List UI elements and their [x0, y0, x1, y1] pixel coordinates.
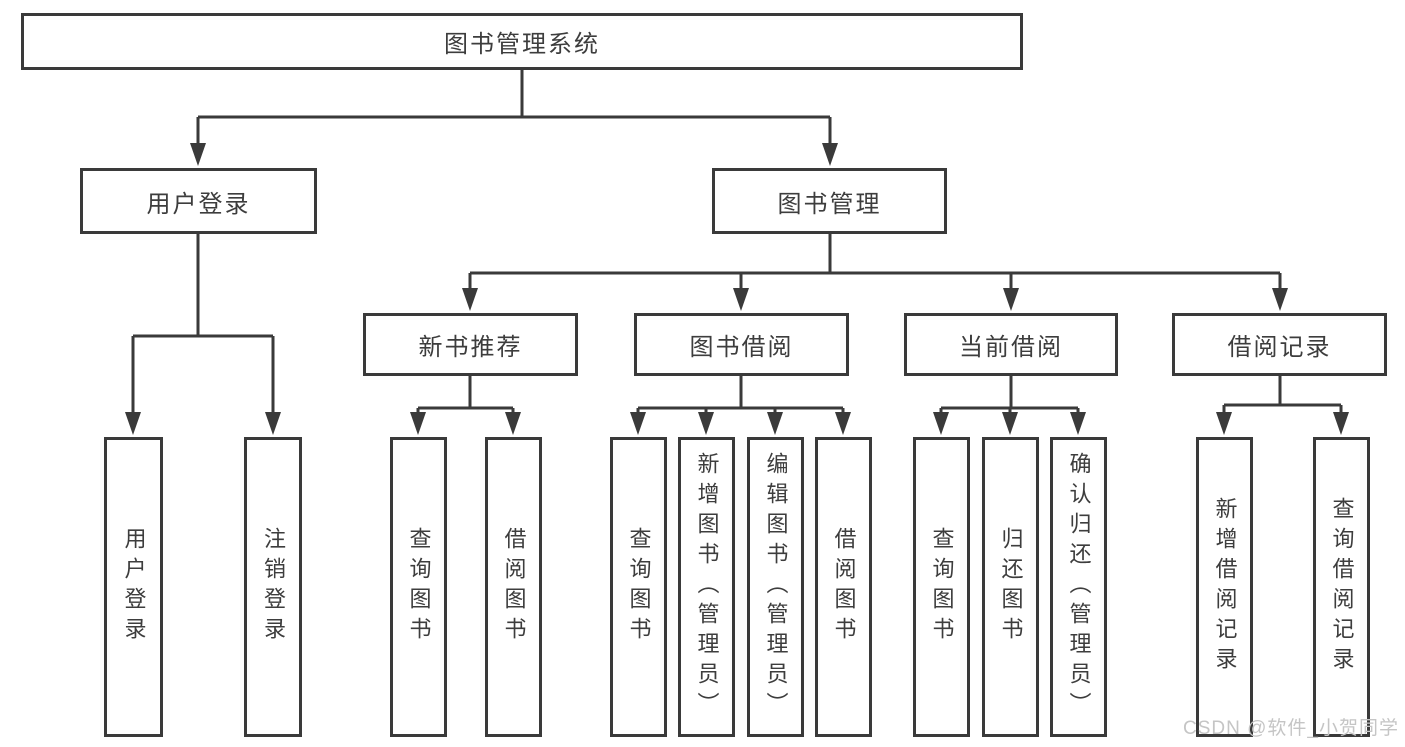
leaf-add-books-admin: 新增图书（管理员） — [678, 437, 735, 737]
leaf-borrow-books-borrowing: 借阅图书 — [815, 437, 872, 737]
leaf-borrow-books-recommend: 借阅图书 — [485, 437, 542, 737]
leaf-user-login: 用户登录 — [104, 437, 163, 737]
node-system-root: 图书管理系统 — [21, 13, 1023, 70]
node-book-borrowing: 图书借阅 — [634, 313, 849, 376]
node-current-borrowing: 当前借阅 — [904, 313, 1118, 376]
leaf-confirm-return-admin: 确认归还（管理员） — [1050, 437, 1107, 737]
node-borrowing-records: 借阅记录 — [1172, 313, 1387, 376]
node-user-login: 用户登录 — [80, 168, 317, 234]
leaf-query-borrow-record: 查询借阅记录 — [1313, 437, 1370, 737]
leaf-query-books-recommend: 查询图书 — [390, 437, 447, 737]
watermark-text: CSDN @软件_小贺同学 — [1183, 718, 1399, 739]
leaf-return-books: 归还图书 — [982, 437, 1039, 737]
leaf-query-books-current: 查询图书 — [913, 437, 970, 737]
leaf-edit-books-admin: 编辑图书（管理员） — [747, 437, 804, 737]
leaf-query-books-borrowing: 查询图书 — [610, 437, 667, 737]
node-book-management: 图书管理 — [712, 168, 947, 234]
leaf-logout: 注销登录 — [244, 437, 302, 737]
node-new-book-recommend: 新书推荐 — [363, 313, 578, 376]
arrowheads — [125, 143, 1349, 435]
leaf-add-borrow-record: 新增借阅记录 — [1196, 437, 1253, 737]
